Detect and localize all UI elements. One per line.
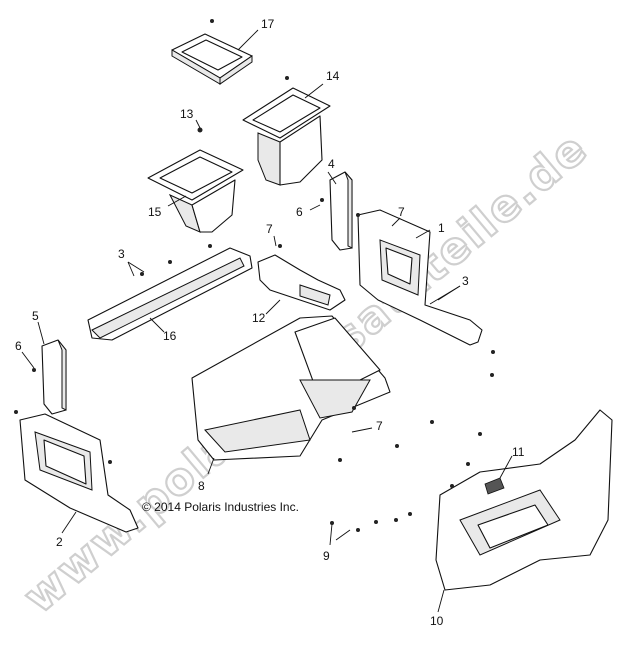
part-14-storage-bin bbox=[242, 76, 331, 186]
callout-14: 14 bbox=[326, 69, 340, 83]
callout-8: 8 bbox=[198, 479, 205, 493]
part-2-side-panel bbox=[19, 413, 139, 533]
callout-12: 12 bbox=[252, 311, 266, 325]
callout-7-lower: 7 bbox=[376, 419, 383, 433]
part-11-plate bbox=[484, 477, 505, 495]
callout-6-upper: 6 bbox=[296, 205, 303, 219]
callout-7-center: 7 bbox=[266, 222, 273, 236]
callout-1: 1 bbox=[438, 221, 445, 235]
part-8-floor-tray bbox=[191, 315, 391, 461]
callout-3-left: 3 bbox=[118, 247, 125, 261]
part-15-storage-bin bbox=[147, 149, 244, 233]
callout-13: 13 bbox=[180, 107, 194, 121]
callout-2: 2 bbox=[56, 535, 63, 549]
part-12-console-support bbox=[257, 254, 346, 311]
part-16-sill bbox=[87, 247, 253, 341]
callout-11: 11 bbox=[512, 445, 525, 459]
callout-7-upper-right: 7 bbox=[398, 205, 405, 219]
fasteners bbox=[14, 198, 495, 532]
part-17-tray-lid bbox=[171, 19, 253, 85]
copyright-notice: © 2014 Polaris Industries Inc. bbox=[142, 500, 299, 514]
part-4-bracket bbox=[329, 171, 353, 251]
callout-3-right: 3 bbox=[462, 274, 469, 288]
callout-15: 15 bbox=[148, 205, 162, 219]
callout-10: 10 bbox=[430, 614, 444, 628]
callout-5: 5 bbox=[32, 309, 39, 323]
fastener-13 bbox=[197, 127, 203, 133]
part-1-side-panel bbox=[357, 209, 483, 346]
callout-17: 17 bbox=[261, 17, 275, 31]
part-10-rear-panel bbox=[435, 409, 613, 591]
callout-9: 9 bbox=[323, 549, 330, 563]
callout-6-left: 6 bbox=[15, 339, 22, 353]
callout-16: 16 bbox=[163, 329, 177, 343]
part-5-bracket bbox=[41, 339, 67, 415]
leader-lines bbox=[21, 29, 513, 613]
callout-4: 4 bbox=[328, 157, 335, 171]
